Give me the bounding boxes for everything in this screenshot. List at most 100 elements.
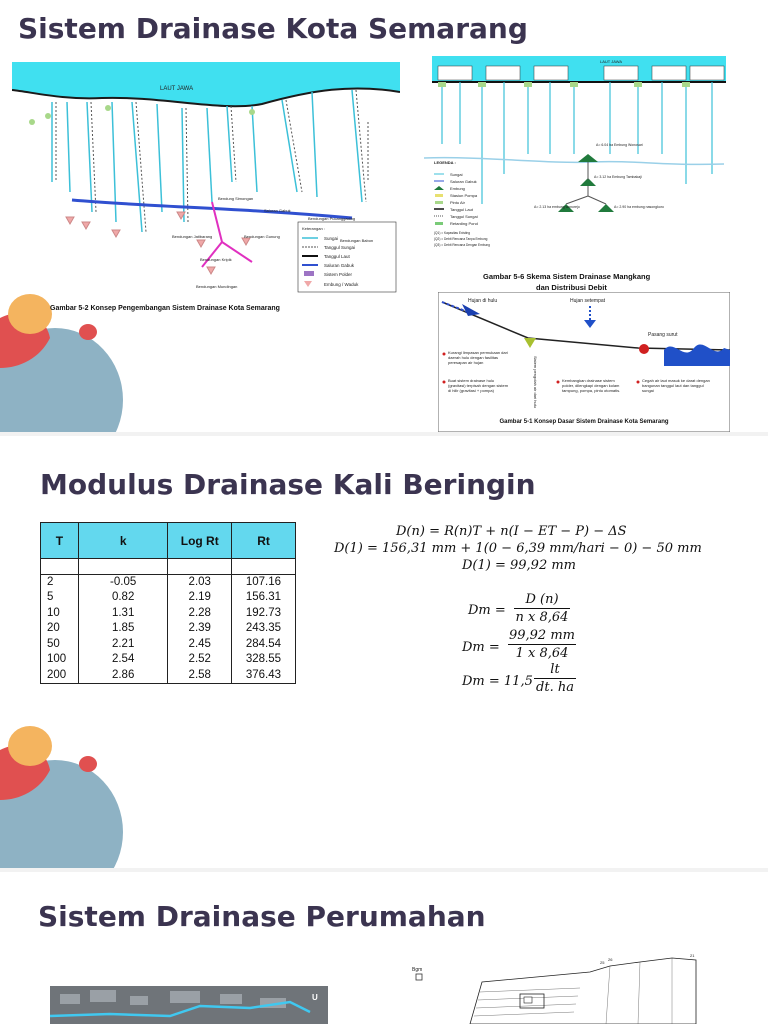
- semarang-drainage-map: LAUT JAWA Keterangan : Sungai Tanggul Su…: [12, 62, 400, 294]
- scheme-legend-item: Embung: [450, 186, 465, 191]
- slide-title: Modulus Drainase Kali Beringin: [40, 468, 536, 501]
- dm-substitution-lhs: Dm =: [462, 640, 500, 655]
- cell-log-rt: 2.45: [167, 636, 233, 652]
- scheme-note: (Q1) = Kapasitas Existing: [434, 231, 470, 235]
- sea-label: LAUT JAWA: [600, 59, 622, 64]
- vertical-label: Sistem pengolah air dari hulu: [533, 356, 538, 408]
- slide-title: Sistem Drainase Perumahan: [38, 900, 486, 933]
- map-label: Bendungan Gunung: [244, 234, 280, 239]
- fraction-denominator: dt. ha: [536, 680, 574, 695]
- slide-divider: [0, 432, 768, 438]
- cell-rt: 156.31: [231, 590, 296, 606]
- scheme-legend-item: Stasiun Pompa: [450, 193, 478, 198]
- cell-log-rt: 2.19: [167, 590, 233, 606]
- map-legend-item: Saluran Gabuk: [324, 263, 355, 268]
- cell-log-rt: 2.03: [167, 574, 233, 590]
- tide-label: Pasang surut: [648, 332, 678, 338]
- cell-k: 2.86: [77, 667, 169, 684]
- cell-rt: 107.16: [231, 574, 296, 590]
- equation-result: D(1) = 99,92 mm: [462, 558, 576, 573]
- cell-t: 100: [40, 652, 79, 668]
- plan-legend: Bgm: [412, 967, 422, 973]
- scheme-note: (Q3) = Debit Rencana Dengan Embung: [434, 243, 490, 247]
- fraction-numerator: D (n): [525, 592, 559, 607]
- scheme-label: A= 2.90 ha embung nasongkoro: [614, 205, 664, 209]
- mangkang-scheme-diagram: LAUT JAWA A= 6.04 ha Embung Wonosari A= …: [424, 54, 728, 266]
- fraction-numerator: lt: [550, 662, 560, 677]
- concept-bullet: Kurangi limpasan permukaan dari daerah h…: [448, 350, 508, 365]
- concept-caption: Gambar 5-1 Konsep Dasar Sistem Drainase …: [499, 419, 668, 425]
- dm-result-fraction: lt dt. ha: [534, 662, 576, 695]
- plan-number: 21: [690, 953, 695, 958]
- map-legend-item: Sistem Polder: [324, 272, 353, 277]
- concept-bullet: Buat sistem drainase hulu (gravitasi) te…: [448, 378, 509, 393]
- map-legend-item: Tanggul Laut: [324, 254, 351, 259]
- map-label: Bendung Simongan: [218, 196, 253, 201]
- cell-rt: 192.73: [231, 605, 296, 621]
- scheme-legend-title: LEGENDA :: [434, 160, 456, 165]
- cell-k: 1.31: [77, 605, 169, 621]
- map-label: Saluran Gabuk: [264, 208, 291, 213]
- scheme-legend-item: Saluran Gabuk: [450, 179, 477, 184]
- cell-log-rt: 2.28: [167, 605, 233, 621]
- map-legend-title: Keterangan :: [302, 226, 325, 231]
- equation-water-balance: D(n) = R(n)T + n(I − ET − P) − ΔS: [396, 524, 627, 539]
- scheme-label: A= 3.12 ha Embung Tambakaji: [594, 175, 642, 179]
- cell-log-rt: 2.39: [167, 621, 233, 637]
- rain-upstream-label: Hujan di hulu: [468, 298, 497, 304]
- map-label: Bendungan Mundingan: [196, 284, 237, 289]
- cell-log-rt: 2.58: [167, 667, 233, 684]
- scheme-legend-item: Tanggul Sungai: [450, 214, 478, 219]
- cell-k: 2.21: [77, 636, 169, 652]
- map-label: Bendungan Jatibarang: [172, 234, 212, 239]
- rain-local-label: Hujan setempat: [570, 298, 606, 304]
- fraction-denominator: 1 x 8,64: [515, 646, 569, 661]
- fraction-bar: [508, 644, 576, 645]
- cell-rt: 376.43: [231, 667, 296, 684]
- cell-k: 2.54: [77, 652, 169, 668]
- slide-divider: [0, 868, 768, 874]
- map-label: Bendungan Kripik: [200, 257, 232, 262]
- scheme-caption-line1: Gambar 5-6 Skema Sistem Drainase Mangkan…: [483, 272, 651, 281]
- scheme-note: (Q2) = Debit Rencana Tanpa Embung: [434, 237, 488, 241]
- scheme-legend-item: Tanggul Laut: [450, 207, 474, 212]
- cell-k: 0.82: [77, 590, 169, 606]
- figure-caption: Gambar 5-2 Konsep Pengembangan Sistem Dr…: [50, 305, 280, 312]
- cell-t: 10: [40, 605, 79, 621]
- cell-t: 5: [40, 590, 79, 606]
- decorative-shapes: [0, 294, 123, 436]
- table-row: [40, 558, 296, 575]
- scheme-label: A= 2.13 ha embung wonorejo: [534, 205, 580, 209]
- concept-bullet: Kembangkan drainase sistem polder, dilen…: [562, 378, 621, 393]
- map-legend-item: Embung / Waduk: [324, 282, 359, 287]
- fraction-denominator: n x 8,64: [515, 610, 569, 625]
- cell-t: 20: [40, 621, 79, 637]
- scheme-legend-item: Pintu Air: [450, 200, 466, 205]
- dm-result-lhs: Dm = 11,5: [462, 674, 533, 689]
- table-header-row: T k Log Rt Rt: [40, 522, 296, 559]
- drainage-concept-diagram: Hujan di hulu Hujan setempat Pasang suru…: [438, 292, 730, 432]
- north-label: U: [312, 993, 318, 1002]
- map-label: Bendungan Babon: [340, 238, 373, 243]
- map-label: Bendungan Pucanggading: [308, 216, 355, 221]
- dm-formula-fraction: D (n) n x 8,64: [514, 592, 570, 625]
- sea-label: LAUT JAWA: [160, 86, 193, 92]
- scheme-caption-line2: dan Distribusi Debit: [536, 283, 607, 292]
- cell-rt: 328.55: [231, 652, 296, 668]
- plan-number: 25: [600, 960, 605, 965]
- cell-t: 2: [40, 574, 79, 590]
- slide-drainase-perumahan: Sistem Drainase Perumahan U Bgm 25 26 21: [0, 872, 768, 1024]
- fraction-bar: [534, 678, 576, 679]
- header-log-rt: Log Rt: [167, 522, 233, 559]
- plan-number: 26: [608, 957, 613, 962]
- dm-formula-lhs: Dm =: [468, 603, 506, 618]
- equation-substitution: D(1) = 156,31 mm + 1(0 − 6,39 mm/hari − …: [334, 541, 702, 556]
- concept-bullet: Cegah air laut masuk ke darat dengan ban…: [642, 378, 710, 393]
- housing-site-plan: Bgm 25 26 21: [410, 952, 710, 1024]
